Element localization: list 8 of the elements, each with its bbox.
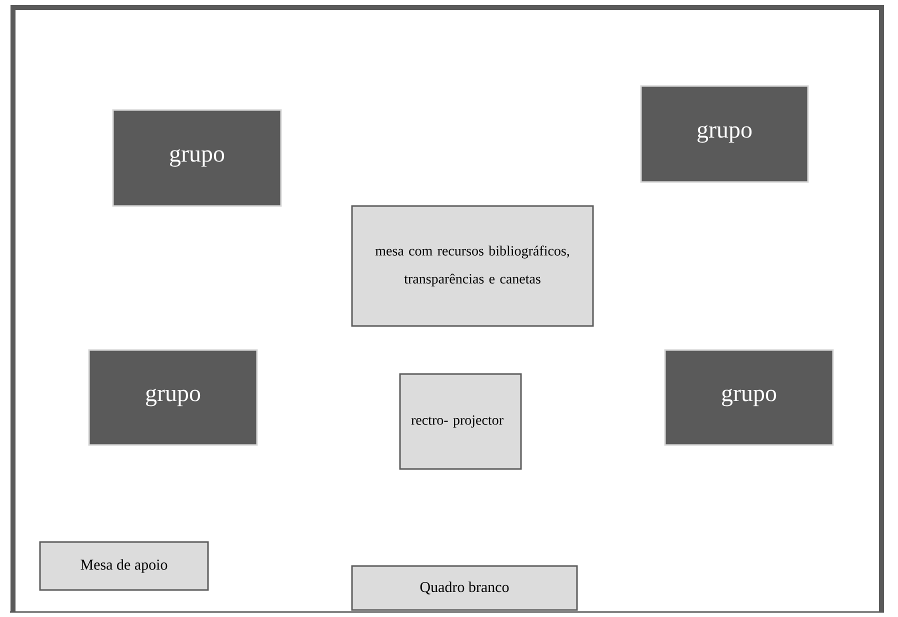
projector-box: rectro- projector [399, 373, 522, 470]
table-box: mesa com recursos bibliográficos, transparências e canetas [351, 205, 594, 327]
furniture-box: Quadro branco [351, 565, 578, 611]
group-box: grupo [88, 349, 258, 446]
group-box: grupo [112, 109, 282, 207]
group-box: grupo [640, 85, 809, 183]
group-box: grupo [664, 349, 834, 446]
furniture-box: Mesa de apoio [39, 541, 209, 591]
